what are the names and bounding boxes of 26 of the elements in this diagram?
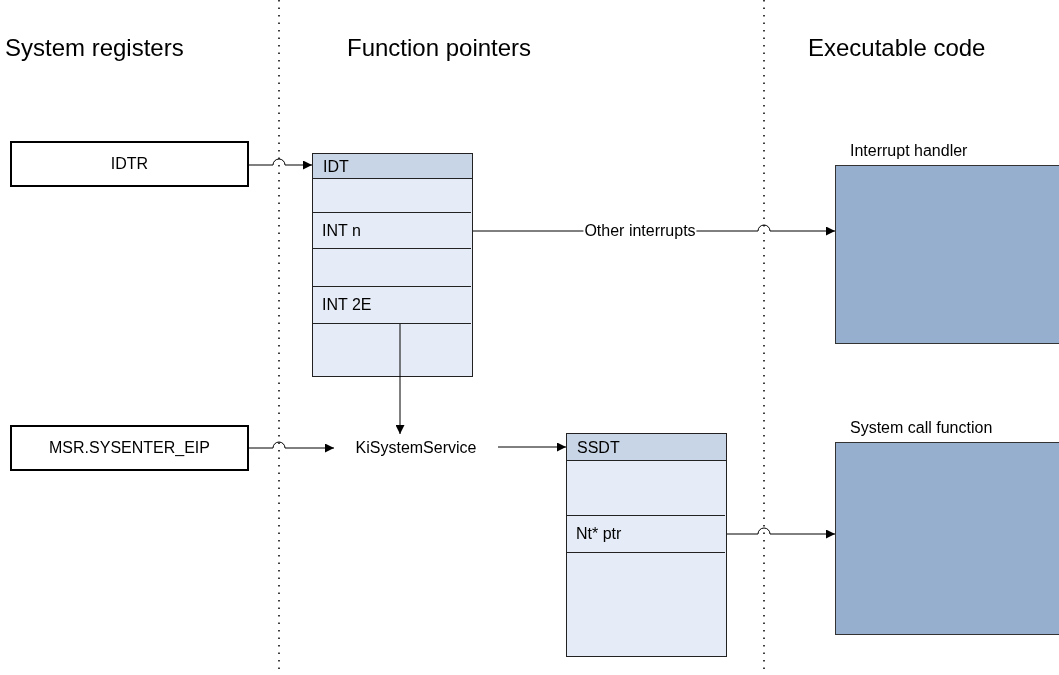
- arrow: [726, 527, 836, 539]
- table-entry: [312, 212, 471, 249]
- entry-label: INT n: [322, 221, 361, 240]
- register-name: MSR.SYSENTER_EIP: [49, 439, 210, 457]
- edge-label: Other interrupts: [583, 221, 697, 241]
- table-entry: [566, 515, 725, 553]
- register-box: [10, 425, 249, 471]
- table-header: IDT: [313, 154, 472, 179]
- column-heading: Function pointers: [347, 34, 532, 62]
- arrow: [395, 323, 405, 435]
- register-box: [10, 141, 249, 187]
- routine-name-text: KiSystemService: [355, 439, 477, 457]
- arrow: [497, 442, 567, 452]
- block-heading: Interrupt handler: [850, 142, 968, 160]
- arrow: [248, 158, 313, 170]
- table-header: SSDT: [567, 434, 726, 461]
- register-name: IDTR: [110, 155, 149, 173]
- block-heading: System call function: [850, 419, 993, 437]
- entry-label: Nt* ptr: [576, 525, 622, 543]
- arrow: [248, 441, 335, 453]
- table: [566, 433, 727, 657]
- table-entry: [312, 286, 471, 324]
- column-heading: System registers: [5, 34, 184, 62]
- table: [312, 153, 473, 377]
- column-heading: Executable code: [808, 34, 986, 62]
- entry-label: INT 2E: [322, 296, 372, 314]
